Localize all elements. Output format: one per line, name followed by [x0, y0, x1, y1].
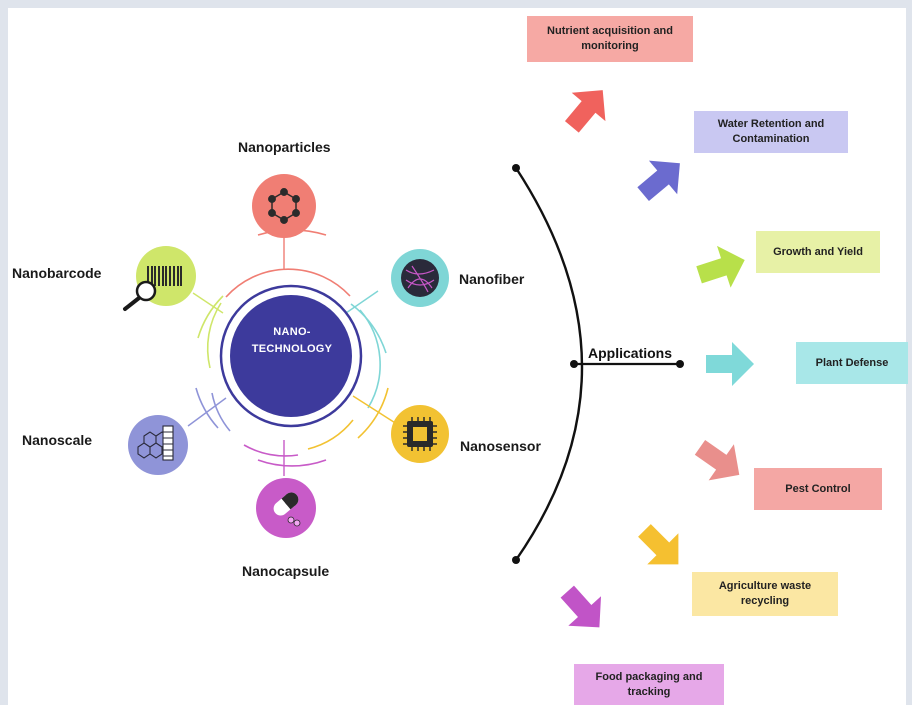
diagram-canvas: NANO- TECHNOLOGY Nanoparticles Nanofiber…	[8, 8, 908, 705]
nanofiber-label: Nanofiber	[459, 271, 525, 287]
arrow-packaging-icon	[550, 576, 616, 643]
chip-icon	[403, 417, 437, 451]
app-growth-label: Growth and Yield	[773, 245, 863, 258]
lattice-icon	[137, 425, 174, 461]
arrow-growth-icon	[692, 239, 752, 296]
nanoparticles-label: Nanoparticles	[238, 139, 331, 155]
app-water-label: Water Retention and Contamination	[717, 118, 825, 145]
arrow-defense-icon	[706, 342, 754, 386]
connector-arcs	[195, 229, 389, 467]
app-water-box: Water Retention and Contamination	[694, 111, 848, 153]
capsule-icon	[273, 492, 301, 527]
center-ring	[219, 284, 363, 428]
arrow-water-icon	[629, 146, 695, 211]
nanoparticles-node	[252, 174, 316, 238]
app-nutrient-box: Nutrient acquisition and monitoring	[527, 16, 693, 62]
arrow-nutrient-icon	[555, 75, 620, 141]
app-packaging-label: Food packaging and tracking	[595, 670, 703, 698]
center-label-line1: NANO-	[273, 326, 311, 338]
nanoscale-label: Nanoscale	[22, 432, 93, 448]
nanoscale-node	[128, 415, 188, 475]
nanobarcode-node	[123, 246, 196, 311]
applications-label: Applications	[588, 345, 673, 361]
app-recycling-label: Agriculture waste recycling	[718, 580, 812, 607]
nanosensor-label: Nanosensor	[460, 438, 541, 454]
molecule-ring-icon	[268, 188, 300, 224]
barcode-magnifier-icon	[123, 266, 182, 311]
arrow-recycling-icon	[628, 514, 694, 580]
app-pest-box: Pest Control	[754, 468, 882, 510]
center-disc	[230, 295, 352, 417]
app-packaging-box: Food packaging and tracking	[574, 664, 724, 705]
app-pest-label: Pest Control	[785, 482, 851, 495]
arrow-pest-icon	[687, 429, 752, 493]
app-nutrient-label: Nutrient acquisition and monitoring	[547, 25, 673, 52]
spokes	[187, 236, 401, 476]
nanofiber-node	[391, 249, 449, 307]
nanocapsule-label: Nanocapsule	[242, 563, 330, 579]
center-label: NANO- TECHNOLOGY	[234, 324, 350, 358]
center-label-line2: TECHNOLOGY	[251, 343, 333, 355]
app-growth-box: Growth and Yield	[756, 231, 880, 273]
nanobarcode-label: Nanobarcode	[12, 265, 102, 281]
app-defense-box: Plant Defense	[796, 342, 908, 384]
app-defense-label: Plant Defense	[815, 356, 889, 369]
applications-arc	[514, 167, 584, 561]
diagram-graphics	[123, 75, 754, 643]
nanosensor-node	[391, 405, 449, 463]
app-recycling-box: Agriculture waste recycling	[692, 572, 838, 616]
nanocapsule-node	[256, 478, 316, 538]
